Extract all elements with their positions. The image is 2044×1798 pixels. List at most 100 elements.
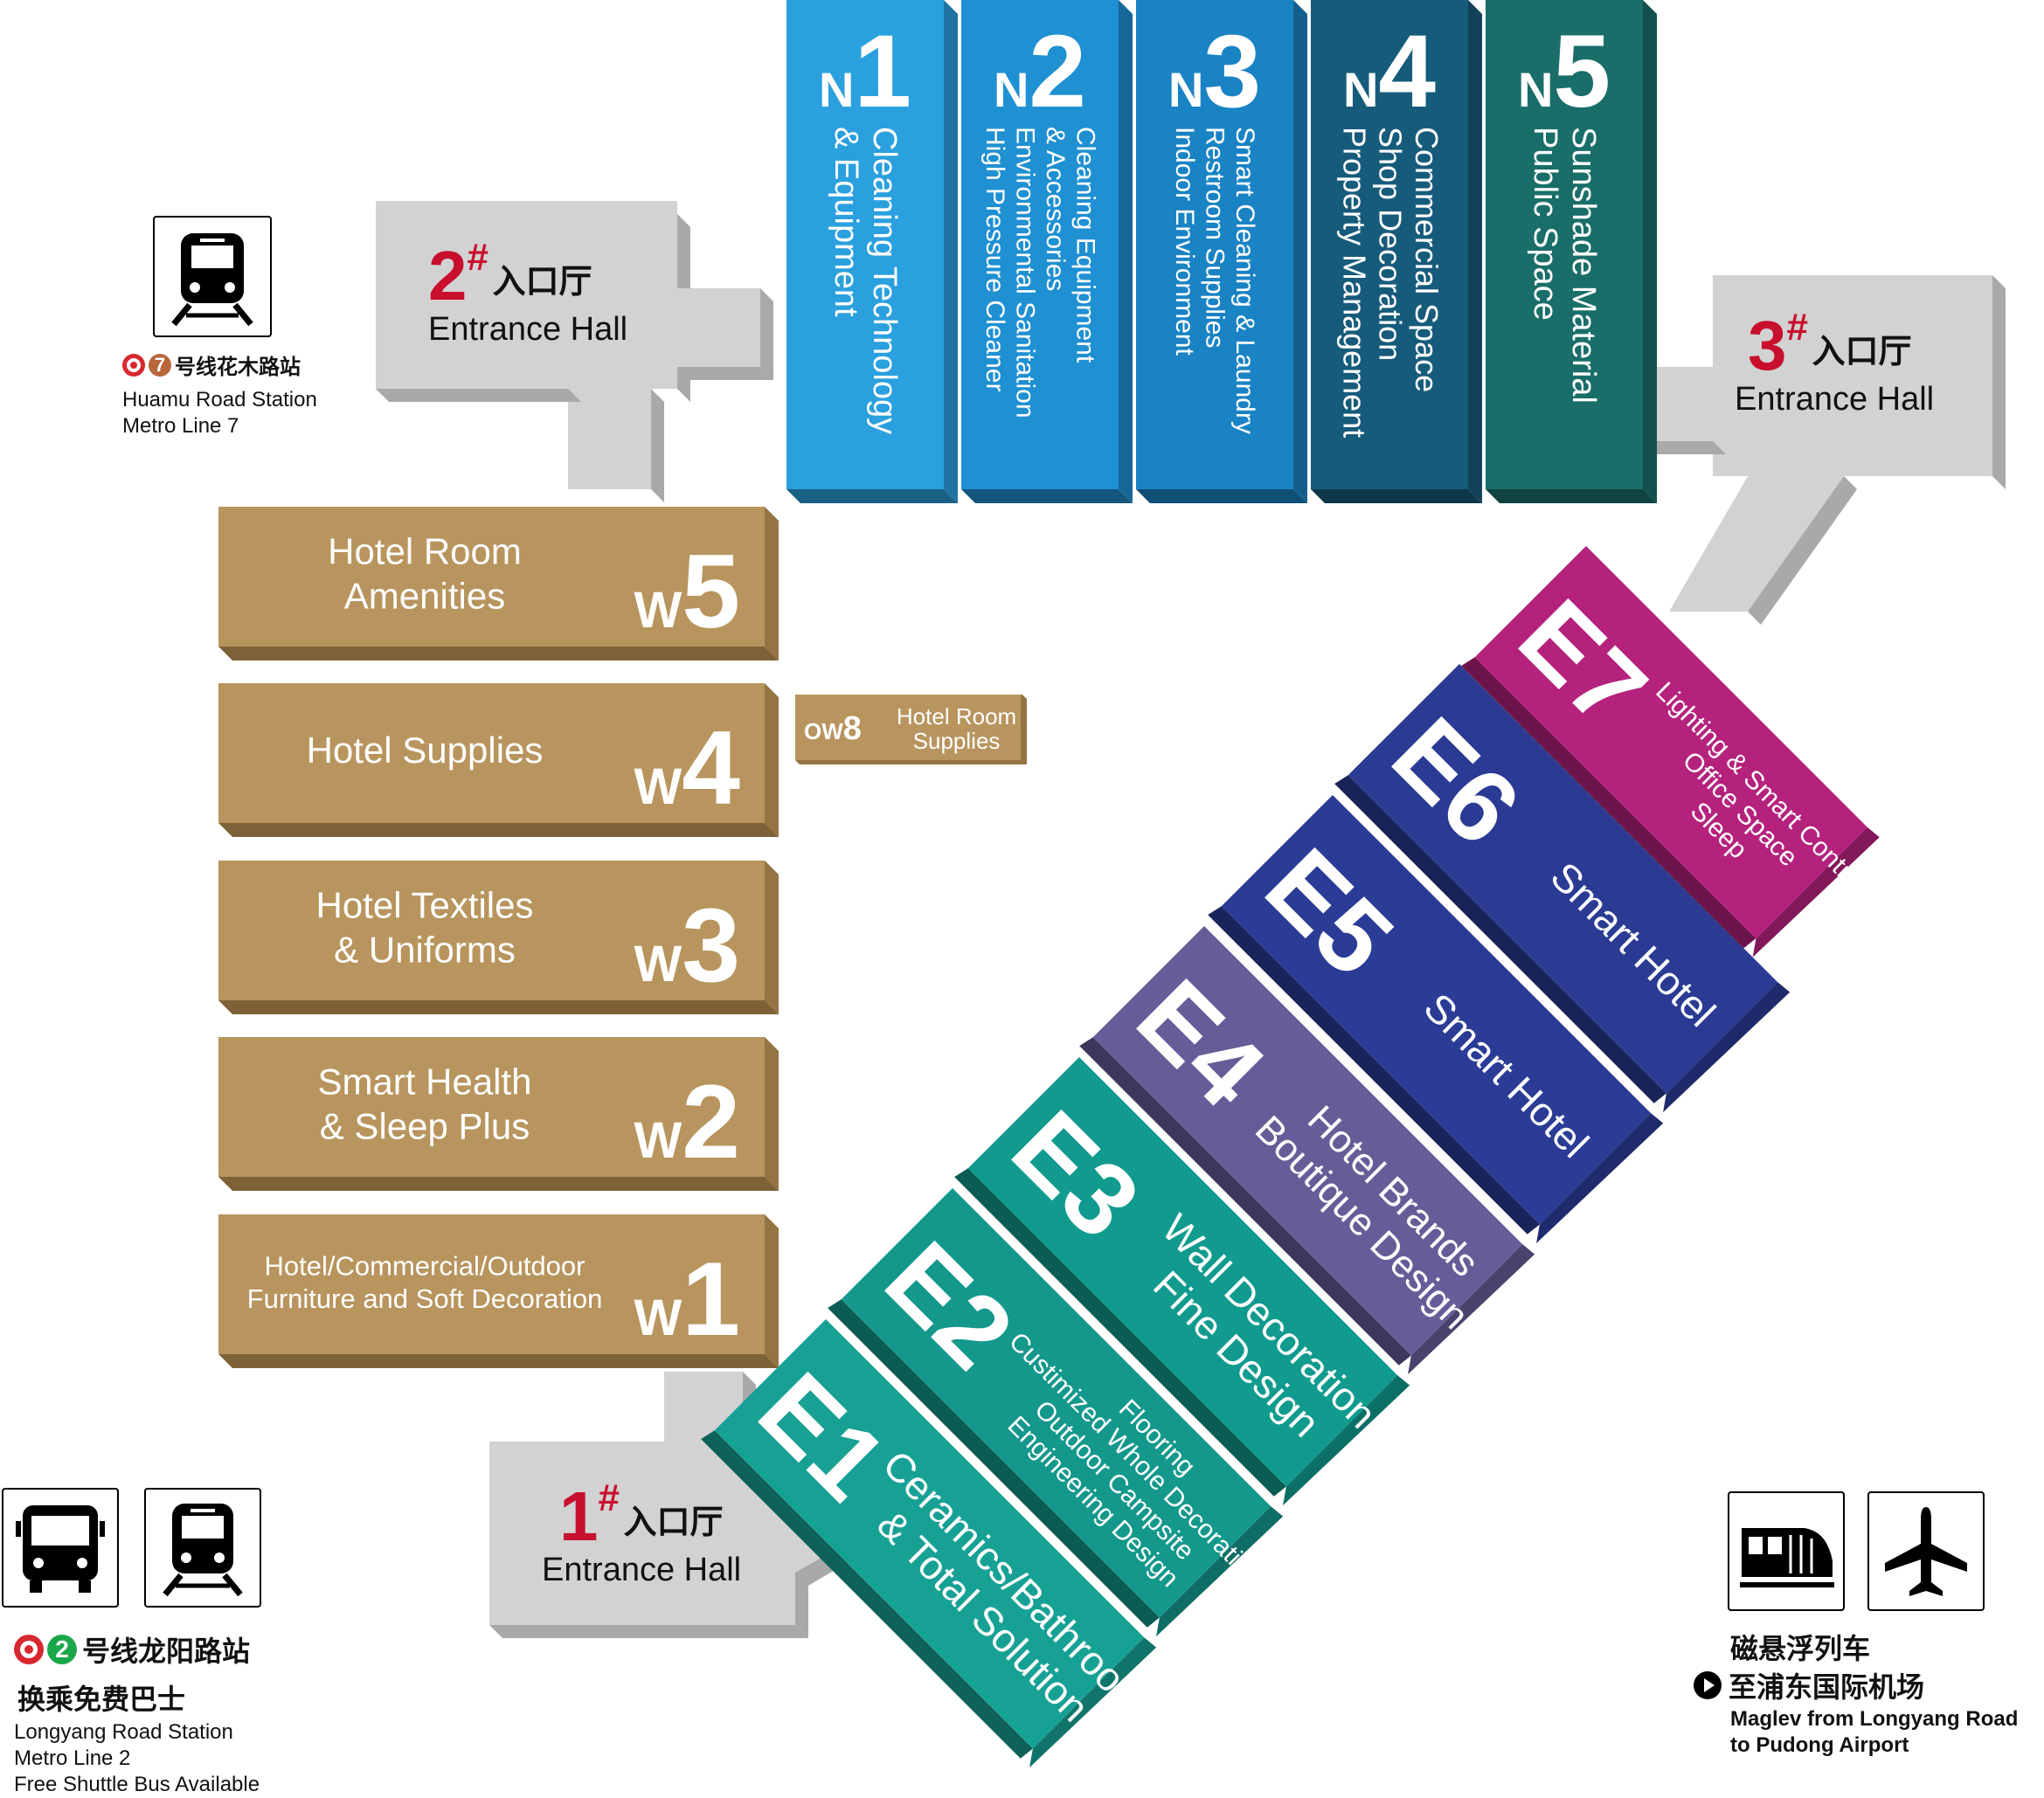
hall-id-number: 8 — [842, 709, 862, 747]
topic-line: Furniture and Soft Decoration — [247, 1283, 603, 1314]
entrance-cn: 入口厅 — [623, 1503, 724, 1541]
topic-line: Smart Cleaning & Laundry — [1230, 127, 1259, 434]
metro-line-7-badge: 7 — [149, 353, 171, 377]
maglev-en-line: Maglev from Longyang Road — [1730, 1707, 2019, 1731]
topic-line: Amenities — [344, 576, 505, 617]
entrance-cn: 入口厅 — [1812, 332, 1912, 370]
metro-line-2-badge: 2 — [47, 1635, 77, 1664]
topic-line: Property Management — [1336, 127, 1372, 438]
hall-id-prefix: OW — [804, 717, 843, 744]
entrance-mark: # — [598, 1476, 620, 1519]
metro-train-icon — [153, 216, 272, 337]
station-name-cn: 号线龙阳路站 — [82, 1635, 251, 1668]
metro-line-en: Metro Line 7 — [122, 414, 239, 438]
hall-id: W3 — [634, 887, 741, 1004]
maglev-en: Maglev from Longyang Road to Pudong Airp… — [1730, 1706, 2018, 1759]
hall-ow8-id: OW8 — [804, 710, 862, 748]
topic-line: & Sleep Plus — [320, 1106, 530, 1147]
metro-line-en: Metro Line 2 — [14, 1746, 131, 1770]
station-name-cn: 号线花木路站 — [175, 355, 301, 379]
maglev-en-line: to Pudong Airport — [1730, 1733, 1909, 1757]
shuttle-bus-en: Free Shuttle Bus Available — [14, 1773, 260, 1796]
hall-ow8-label: OW8 Hotel Room Supplies — [804, 699, 1022, 758]
hall-id: N4 — [1343, 14, 1436, 129]
hall-ow8-topics: Hotel Room Supplies — [897, 704, 1016, 753]
topic-line: Environmental Sanitation — [1010, 127, 1039, 418]
entrance-hall-2-label: 2# 入口厅 Entrance Hall — [428, 236, 627, 349]
hall-id: W5 — [634, 533, 741, 650]
entrance-mark: # — [1786, 306, 1808, 349]
topic-line: Hotel Supplies — [307, 730, 544, 771]
huamu-station-en: Huamu Road Station Metro Line 7 — [122, 387, 317, 439]
metro-train-icon — [144, 1488, 261, 1608]
entrance-en: Entrance Hall — [542, 1552, 742, 1588]
topic-line: Hotel Room — [328, 530, 522, 571]
topic-line: Cleaning Technology — [866, 127, 903, 434]
entrance-cn: 入口厅 — [492, 262, 592, 301]
hall-w4[interactable]: W4 Hotel Supplies — [218, 683, 779, 837]
topic-line: Cleaning Equipment — [1071, 127, 1099, 363]
longyang-station-cn: 2 号线龙阳路站 — [14, 1629, 250, 1670]
entrance-en: Entrance Hall — [1735, 381, 1935, 418]
shanghai-metro-logo-icon — [14, 1635, 44, 1664]
hall-w3[interactable]: W3 Hotel Textiles & Uniforms — [218, 861, 779, 1014]
hall-id: W1 — [634, 1241, 741, 1358]
entrance-hall-2[interactable] — [376, 201, 773, 502]
station-name-en: Huamu Road Station — [122, 388, 317, 411]
hall-id: N3 — [1168, 14, 1261, 129]
bus-icon — [2, 1488, 119, 1608]
topic-line: Smart Health — [317, 1061, 531, 1102]
topic-line: Commercial Space — [1409, 127, 1445, 392]
entrance-hall-1-label: 1# 入口厅 Entrance Hall — [542, 1476, 741, 1589]
topic-line: Hotel Textiles — [315, 884, 533, 925]
entrance-hall-3-label: 3# 入口厅 Entrance Hall — [1735, 306, 1934, 418]
topic-line: Hotel Room — [896, 703, 1017, 730]
hall-id: N1 — [819, 14, 911, 129]
maglev-cn: 磁悬浮列车 — [1730, 1632, 1871, 1665]
maglev-train-icon — [1728, 1491, 1845, 1611]
maglev-destination-cn: 至浦东国际机场 — [1694, 1665, 1924, 1705]
huamu-station-cn: 7 号线花木路站 — [122, 349, 301, 380]
topic-line: Sunshade Material — [1565, 127, 1602, 404]
entrance-mark: # — [467, 236, 488, 279]
shuttle-bus-cn: 换乘免费巴士 — [17, 1683, 186, 1716]
hall-id: N5 — [1518, 14, 1611, 129]
hall-ow8[interactable] — [795, 695, 1027, 764]
longyang-station-en: Longyang Road Station Metro Line 2 Free … — [14, 1719, 260, 1798]
topic-line: & Accessories — [1041, 127, 1070, 291]
play-arrow-icon — [1694, 1671, 1722, 1699]
topic-line: High Pressure Cleaner — [980, 127, 1009, 391]
topic-line: & Uniforms — [334, 930, 516, 971]
topic-line: Indoor Environment — [1170, 127, 1199, 356]
hall-id: W4 — [634, 709, 741, 826]
entrance-number: 3 — [1748, 307, 1787, 384]
topic-line: & Equipment — [828, 127, 864, 317]
topic-line: Hotel/Commercial/Outdoor — [265, 1250, 585, 1281]
station-name-en: Longyang Road Station — [14, 1720, 233, 1744]
topic-line: Restroom Supplies — [1201, 127, 1230, 348]
topic-line: Supplies — [912, 728, 1001, 754]
maglev-destination-text: 至浦东国际机场 — [1729, 1670, 1925, 1704]
entrance-en: Entrance Hall — [428, 311, 628, 348]
topic-line: Public Space — [1527, 127, 1563, 321]
shanghai-metro-logo-icon — [122, 353, 145, 377]
hall-id: N2 — [994, 14, 1086, 129]
